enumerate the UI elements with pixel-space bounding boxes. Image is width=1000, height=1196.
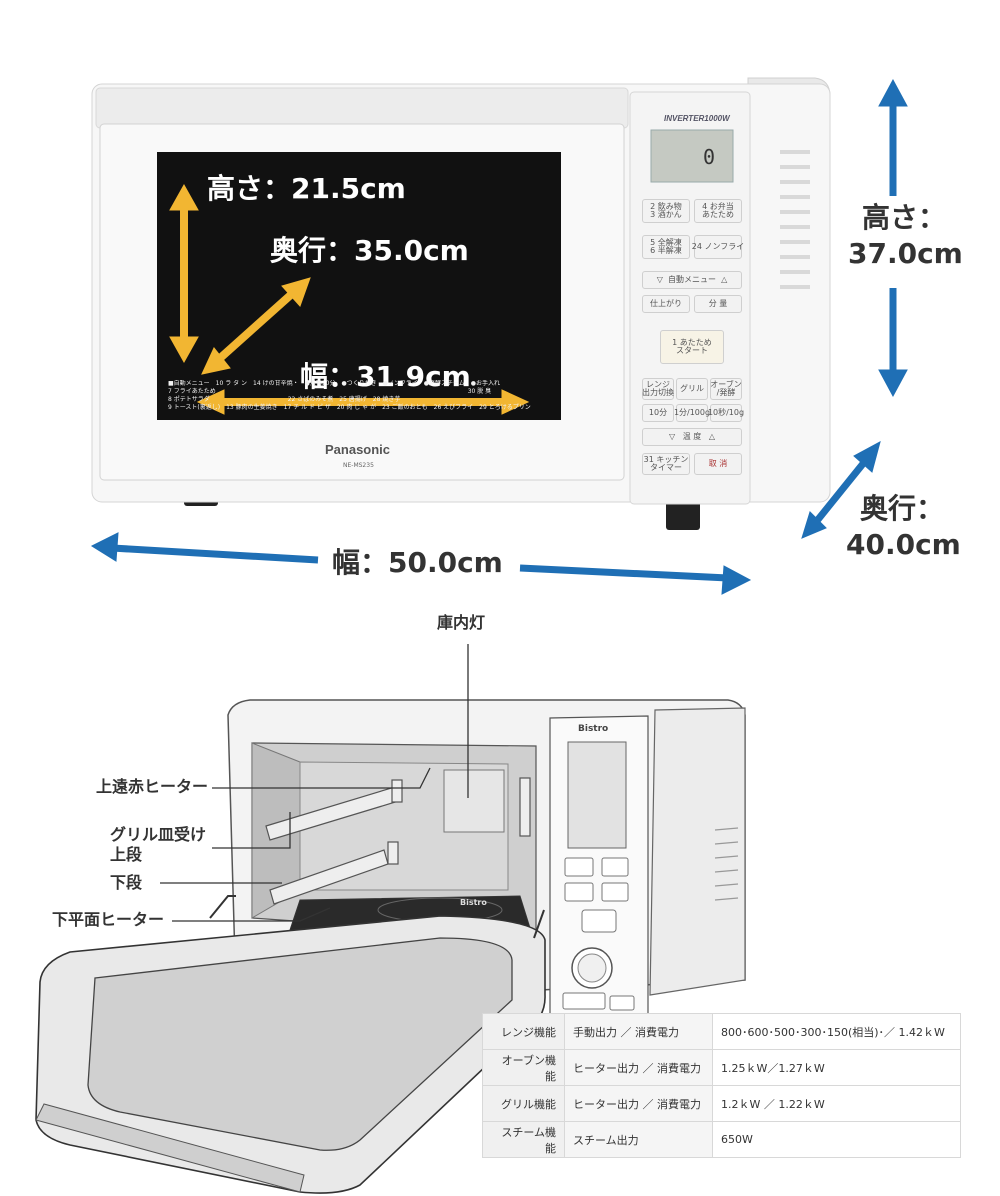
interior-depth-label: 奥行：35.0cm xyxy=(270,234,469,267)
exterior-depth-label: 奥行： xyxy=(860,492,945,525)
oven-foot-right xyxy=(666,500,700,530)
temperature-button[interactable]: ▽ 温 度 △ xyxy=(642,428,742,446)
tray-brand-logo: Bistro xyxy=(460,898,487,907)
oven-button[interactable]: オーブン /発酵 xyxy=(710,378,742,400)
grill-button[interactable]: グリル xyxy=(676,378,708,400)
lower-level-label: 下段 xyxy=(110,873,143,892)
exterior-dimension-arrows xyxy=(90,78,908,595)
spec-value: 1.2ｋW ／ 1.22ｋW xyxy=(712,1085,961,1122)
spec-item: スチーム出力 xyxy=(564,1121,713,1158)
table-row: グリル機能 ヒーター出力 ／ 消費電力 1.2ｋW ／ 1.22ｋW xyxy=(482,1085,961,1122)
lcd-display xyxy=(650,129,734,183)
cancel-button[interactable]: 取 消 xyxy=(694,453,742,475)
spec-function: オーブン機能 xyxy=(482,1049,565,1086)
interior-dimension-arrows xyxy=(169,183,530,415)
amount-button[interactable]: 分 量 xyxy=(694,295,742,313)
table-row: スチーム機能 スチーム出力 650W xyxy=(482,1121,961,1158)
spec-function: レンジ機能 xyxy=(482,1013,565,1050)
spec-item: ヒーター出力 ／ 消費電力 xyxy=(564,1085,713,1122)
defrost-button[interactable]: 5 全解凍 6 半解凍 xyxy=(642,235,690,259)
spec-table: レンジ機能 手動出力 ／ 消費電力 800･600･500･300･150(相当… xyxy=(482,1013,961,1158)
one-minute-button[interactable]: 1分/100g xyxy=(674,404,710,422)
spec-item: 手動出力 ／ 消費電力 xyxy=(564,1013,713,1050)
kitchen-timer-button[interactable]: 31 キッチン タイマー xyxy=(642,453,690,475)
spec-function: スチーム機能 xyxy=(482,1121,565,1158)
auto-menu-line: 7 フライあたため 30 脱 臭 xyxy=(168,388,492,395)
bento-button[interactable]: 4 お弁当 あたため xyxy=(694,199,742,223)
exterior-width-label: 幅：50.0cm xyxy=(332,546,503,579)
diagram-dial-inner xyxy=(577,953,607,983)
side-vents xyxy=(780,150,810,289)
spec-value: 800･600･500･300･150(相当)･／ 1.42ｋW xyxy=(712,1013,961,1050)
interior-diagram: 庫内灯 上遠赤ヒーター グリル皿受け 上段 下段 下平面ヒーター Bistro … xyxy=(0,600,1000,1196)
diagram-illustration xyxy=(35,644,746,1194)
interior-light-box xyxy=(443,769,505,833)
auto-menu-strip: ■自動メニュー 10 ラ タ ン 14 けの甘辛焼・ ●煮物10分 ●つくりおき… xyxy=(168,380,548,414)
inverter-badge: INVERTER1000W xyxy=(664,114,730,123)
door-hinges xyxy=(209,895,545,939)
spec-function: グリル機能 xyxy=(482,1085,565,1122)
ten-second-button[interactable]: 10秒/10g xyxy=(708,404,744,422)
product-photo: 高さ： 37.0cm 幅：50.0cm 奥行： 40.0cm 高さ：21.5cm… xyxy=(90,77,963,595)
exterior-height-label: 高さ： xyxy=(862,201,947,234)
diagram-panel-buttons xyxy=(562,857,635,1011)
drink-button[interactable]: 2 飲み物 3 酒かん xyxy=(642,199,690,223)
diagram-display xyxy=(567,741,627,849)
rack-rails xyxy=(265,777,531,905)
nonfry-button[interactable]: 24 ノンフライ xyxy=(692,235,744,259)
auto-menu-line: ■自動メニュー 10 ラ タ ン 14 けの甘辛焼・ ●煮物10分 ●つくりおき… xyxy=(168,380,501,387)
interior-height-label: 高さ：21.5cm xyxy=(207,172,406,205)
interior-width-label: 幅：31.9cm xyxy=(300,360,471,393)
exterior-height-value: 37.0cm xyxy=(848,237,963,270)
table-row: レンジ機能 手動出力 ／ 消費電力 800･600･500･300･150(相当… xyxy=(482,1013,961,1050)
finish-button[interactable]: 仕上がり xyxy=(642,295,690,313)
exterior-depth-value: 40.0cm xyxy=(846,528,961,561)
lower-heater-label: 下平面ヒーター xyxy=(52,910,165,929)
spec-value: 650W xyxy=(712,1121,961,1158)
spec-item: ヒーター出力 ／ 消費電力 xyxy=(564,1049,713,1086)
auto-menu-button[interactable]: ▽ 自動メニュー △ xyxy=(642,271,742,289)
diagram-side xyxy=(649,707,746,996)
upper-level-label: 上段 xyxy=(110,845,143,864)
oven-illustration xyxy=(90,77,908,595)
grill-rack-label: グリル皿受け xyxy=(110,825,207,844)
callout-lines xyxy=(160,644,469,922)
range-button[interactable]: レンジ 出力切換 xyxy=(642,378,674,400)
brand-logo: Panasonic xyxy=(325,442,391,457)
door-inner-panel xyxy=(87,937,513,1151)
upper-heater-label: 上遠赤ヒーター xyxy=(96,777,209,796)
diagram-vents xyxy=(714,827,739,901)
spec-value: 1.25ｋW／1.27ｋW xyxy=(712,1049,961,1086)
interior-light-label: 庫内灯 xyxy=(437,613,486,632)
door-handle-edge xyxy=(35,1103,305,1193)
model-number: NE-MS235 xyxy=(343,462,374,469)
oven-top-lip xyxy=(95,87,629,129)
lcd-digit: 0 xyxy=(703,145,716,169)
panel-brand-logo: Bistro xyxy=(578,724,609,734)
auto-menu-line: 9 トースト(裏返し) 13 豚肉の生姜焼き 17 チ ル ド ピ ザ 20 肉… xyxy=(168,404,531,411)
ten-minute-button[interactable]: 10分 xyxy=(642,404,674,422)
auto-menu-line: 8 ポテトサラダ 22 さばのみそ煮 25 唐揚げ 28 焼き芋 xyxy=(168,396,401,403)
oven-window xyxy=(157,152,561,420)
start-button[interactable]: 1 あたため スタート xyxy=(660,330,724,364)
table-row: オーブン機能 ヒーター出力 ／ 消費電力 1.25ｋW／1.27ｋW xyxy=(482,1049,961,1086)
control-panel xyxy=(629,91,751,505)
